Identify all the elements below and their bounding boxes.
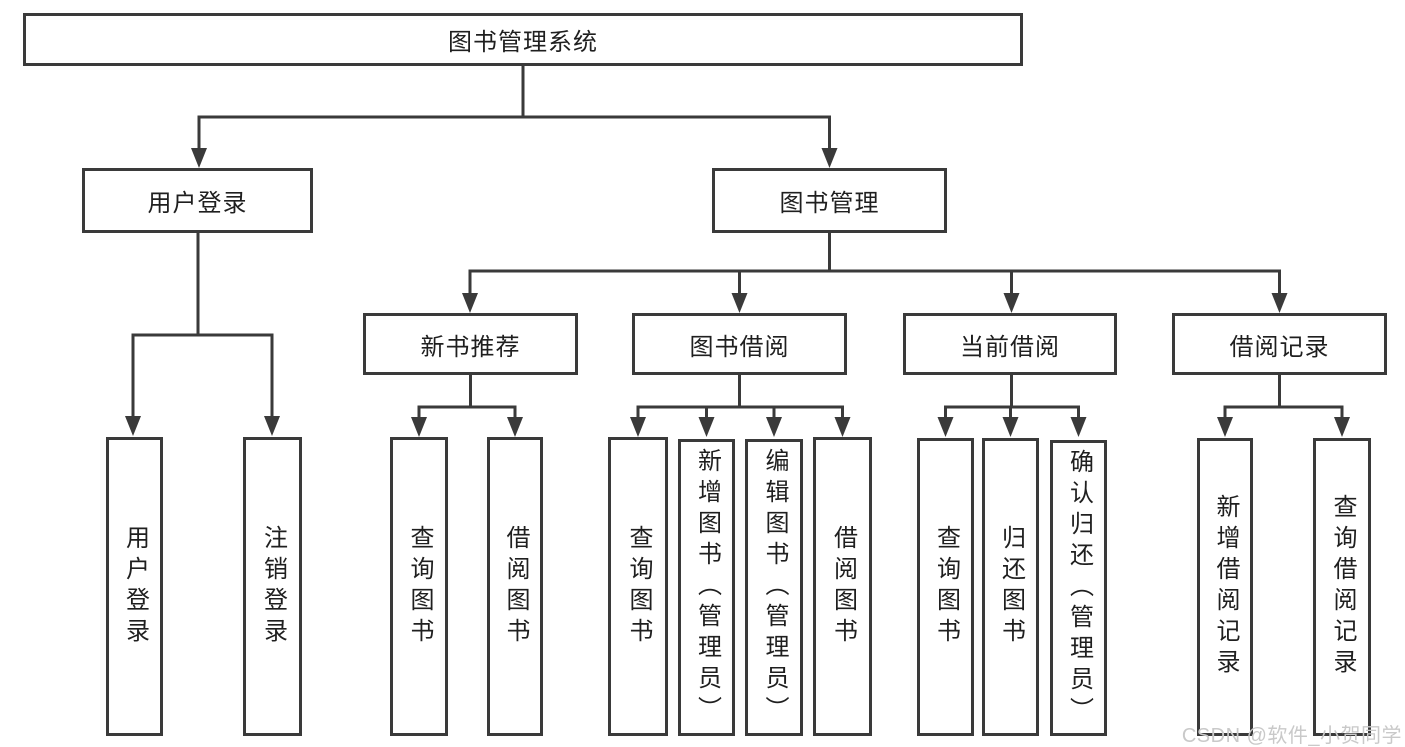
node-label: 注销登录 — [259, 524, 287, 649]
node-br-query-record: 查询借阅记录 — [1313, 438, 1371, 736]
node-label: 归还图书 — [997, 525, 1025, 649]
arrowhead-icon — [1002, 417, 1019, 437]
node-label: 查询借阅记录 — [1329, 494, 1356, 680]
arrowhead-icon — [507, 417, 523, 437]
arrowhead-icon — [191, 148, 207, 168]
node-label: 新增借阅记录 — [1212, 494, 1239, 680]
arrowhead-icon — [1070, 417, 1087, 437]
node-borrow-records: 借阅记录 — [1172, 313, 1387, 375]
arrowhead-icon — [834, 417, 851, 437]
node-label: 借阅图书 — [829, 524, 857, 649]
node-label: 图书管理系统 — [448, 29, 598, 56]
node-cb-return-books: 归还图书 — [982, 438, 1039, 736]
arrowhead-icon — [731, 293, 748, 313]
node-current-borrow: 当前借阅 — [903, 313, 1117, 375]
node-book-borrow: 图书借阅 — [632, 313, 847, 375]
node-user-login-leaf: 用户登录 — [106, 437, 163, 736]
node-label: 借阅记录 — [1229, 333, 1330, 361]
node-label: 新增图书（管理员） — [693, 448, 721, 727]
arrowhead-icon — [125, 416, 141, 436]
node-bb-borrow-books: 借阅图书 — [813, 437, 872, 736]
node-label: 查询图书 — [932, 525, 960, 649]
node-label: 确认归还（管理员） — [1065, 448, 1093, 728]
node-book-management-system: 图书管理系统 — [23, 13, 1023, 66]
node-label: 当前借阅 — [960, 333, 1060, 361]
node-nb-query-books: 查询图书 — [390, 437, 448, 736]
node-label: 新书推荐 — [420, 333, 521, 361]
arrowhead-icon — [698, 417, 715, 437]
arrowhead-icon — [462, 293, 478, 313]
node-label: 图书借阅 — [689, 333, 790, 361]
node-label: 用户登录 — [147, 190, 248, 217]
node-label: 编辑图书（管理员） — [761, 448, 788, 727]
arrowhead-icon — [264, 416, 280, 436]
arrowhead-icon — [1003, 293, 1020, 313]
arrowhead-icon — [411, 417, 427, 437]
node-label: 查询图书 — [625, 524, 652, 649]
node-bb-edit-books-admin: 编辑图书（管理员） — [745, 439, 803, 736]
node-cb-confirm-return-admin: 确认归还（管理员） — [1050, 440, 1107, 736]
node-nb-borrow-books: 借阅图书 — [487, 437, 543, 736]
node-book-management: 图书管理 — [712, 168, 947, 233]
node-bb-add-books-admin: 新增图书（管理员） — [678, 439, 735, 736]
arrowhead-icon — [1271, 293, 1288, 313]
node-bb-query-books: 查询图书 — [608, 437, 668, 736]
node-new-book-recommend: 新书推荐 — [363, 313, 578, 375]
arrowhead-icon — [937, 417, 954, 437]
node-label: 用户登录 — [121, 524, 149, 649]
arrowhead-icon — [1217, 417, 1233, 437]
node-label: 查询图书 — [406, 524, 433, 649]
node-label: 图书管理 — [779, 190, 880, 217]
csdn-watermark: CSDN @软件_小贺同学 — [1181, 725, 1402, 747]
node-label: 借阅图书 — [502, 524, 529, 649]
arrowhead-icon — [1334, 417, 1350, 437]
node-user-login: 用户登录 — [82, 168, 313, 233]
node-cb-query-books: 查询图书 — [917, 438, 974, 736]
arrowhead-icon — [821, 148, 838, 168]
node-logout: 注销登录 — [243, 437, 302, 736]
arrowhead-icon — [630, 417, 646, 437]
node-br-add-record: 新增借阅记录 — [1197, 438, 1253, 736]
arrowhead-icon — [766, 417, 782, 437]
arrowheads — [125, 148, 1350, 437]
